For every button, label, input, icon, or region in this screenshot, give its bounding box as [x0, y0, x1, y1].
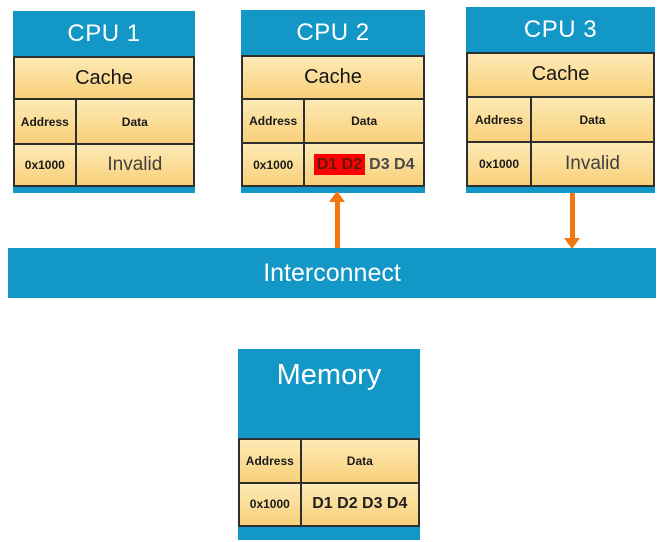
cpu1-cache-box: Cache Address Data 0x1000 Invalid: [13, 56, 195, 187]
cpu1-data-header: Data: [121, 114, 148, 129]
memory-header-row: Address Data: [240, 440, 418, 484]
cpu3-box: CPU 3 Cache Address Data 0x1000 Invalid: [466, 7, 655, 193]
cpu2-title: CPU 2: [296, 18, 370, 46]
cpu1-cache-label: Cache: [15, 58, 193, 101]
memory-data-row: 0x1000 D1 D2 D3 D4: [240, 483, 418, 525]
memory-row-data: D1 D2 D3 D4: [302, 484, 418, 525]
cpu3-row-address: 0x1000: [468, 143, 532, 185]
cpu2-data-highlighted: D1 D2: [313, 153, 366, 175]
cpu1-address-header: Address: [15, 100, 77, 143]
memory-data-value: D1 D2 D3 D4: [312, 495, 408, 513]
memory-address-header: Address: [240, 440, 302, 482]
cpu3-address-header: Address: [468, 97, 532, 142]
cpu2-address-header: Address: [243, 99, 306, 143]
memory-title: Memory: [276, 359, 382, 391]
cpu3-arrow-down-icon: [564, 238, 580, 249]
cpu2-row-address: 0x1000: [243, 144, 306, 185]
cpu1-row-data: Invalid: [77, 145, 193, 185]
cpu2-cache-label: Cache: [243, 57, 423, 100]
interconnect-bar: Interconnect: [8, 248, 656, 298]
interconnect-label: Interconnect: [263, 258, 401, 287]
cpu3-cache-data-row: 0x1000 Invalid: [468, 143, 653, 185]
cpu3-title: CPU 3: [523, 15, 598, 43]
cpu2-arrow-up-icon: [329, 191, 345, 202]
cpu1-invalid-label: Invalid: [107, 153, 163, 175]
cpu3-invalid-label: Invalid: [565, 153, 620, 175]
cpu1-cache-header-row: Address Data: [15, 100, 193, 145]
cpu3-interconnect-line: [570, 193, 575, 238]
memory-row-address: 0x1000: [240, 483, 302, 525]
memory-data-header: Data: [346, 453, 373, 468]
cpu2-data-rest: D3 D4: [369, 155, 415, 173]
cpu3-cache-header-row: Address Data: [468, 97, 653, 144]
cpu1-title: CPU 1: [67, 19, 141, 47]
cpu2-interconnect-line: [335, 201, 340, 248]
cpu1-box: CPU 1 Cache Address Data 0x1000 Invalid: [13, 11, 195, 193]
memory-box: Memory Address Data 0x1000 D1 D2 D3 D4: [238, 349, 420, 540]
cpu1-row-address: 0x1000: [15, 144, 77, 185]
cpu3-cache-box: Cache Address Data 0x1000 Invalid: [466, 52, 655, 187]
cpu1-cache-data-row: 0x1000 Invalid: [15, 144, 193, 185]
cpu2-data-header: Data: [351, 114, 378, 128]
cpu3-data-header: Data: [579, 112, 606, 127]
memory-table: Address Data 0x1000 D1 D2 D3 D4: [238, 438, 420, 527]
cpu3-cache-label: Cache: [468, 54, 653, 98]
cpu2-cache-header-row: Address Data: [243, 99, 423, 145]
cpu3-row-data: Invalid: [532, 143, 653, 185]
